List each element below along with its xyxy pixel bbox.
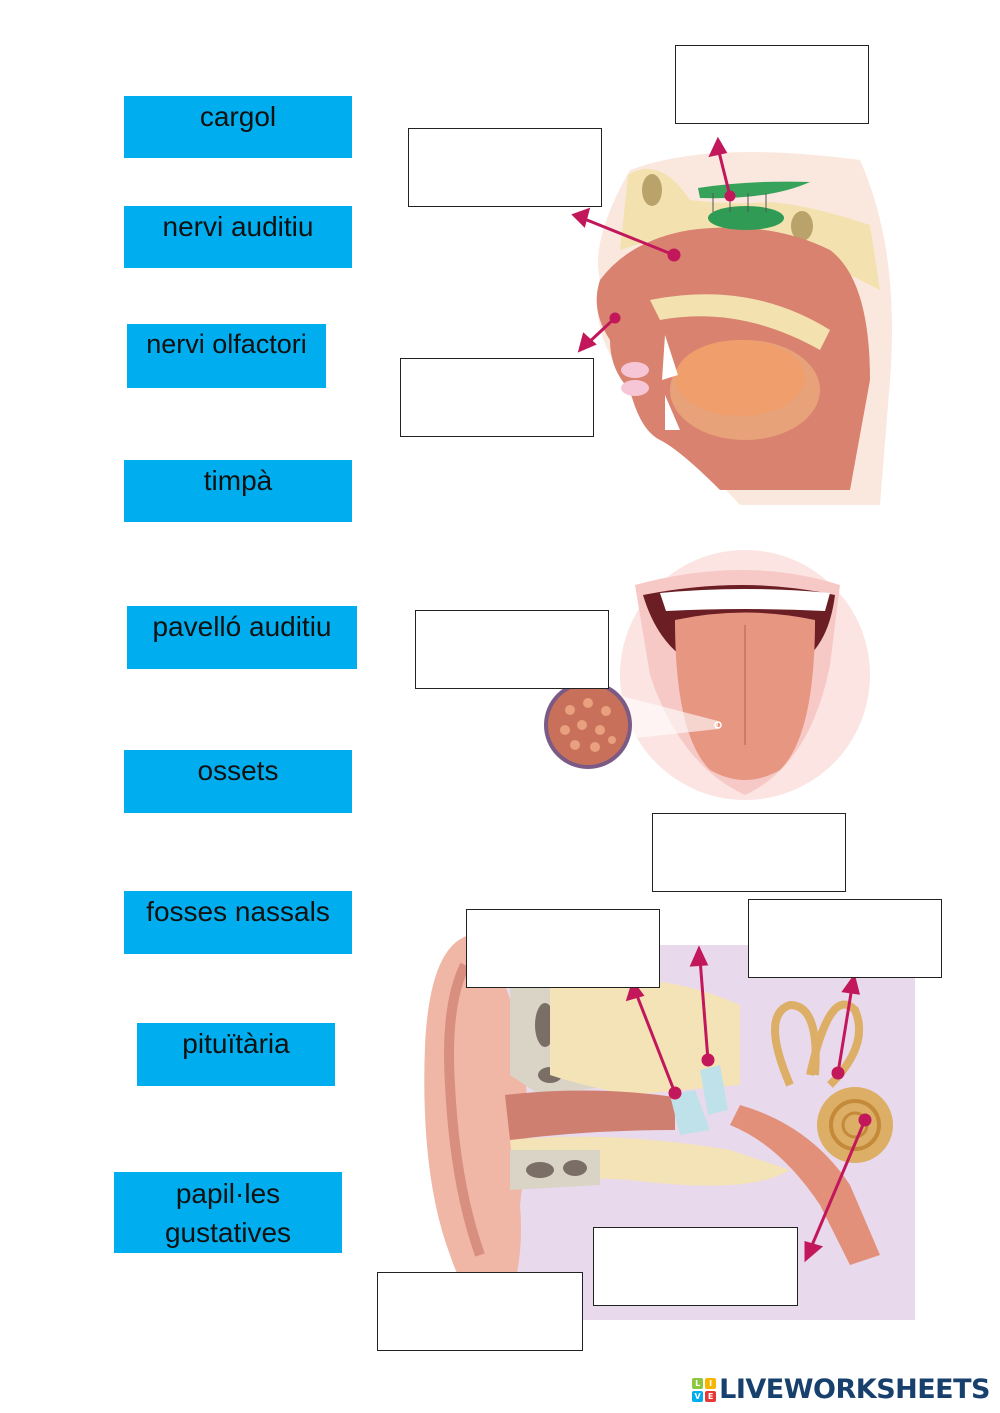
logo-letter: E <box>705 1390 717 1402</box>
logo-icon: L I V E <box>692 1377 717 1402</box>
answer-box-ear-top-right[interactable] <box>748 899 942 978</box>
word-chip-timpa[interactable]: timpà <box>124 460 352 522</box>
logo-letter: V <box>692 1390 704 1402</box>
chip-label: pavelló auditiu <box>152 611 332 642</box>
liveworksheets-logo: L I V E LIVEWORKSHEETS <box>692 1374 990 1405</box>
chip-label: ossets <box>197 755 279 786</box>
word-chip-nervi-auditiu[interactable]: nervi auditiu <box>124 206 352 268</box>
chip-label: pituïtària <box>182 1028 290 1059</box>
word-chip-cargol[interactable]: cargol <box>124 96 352 158</box>
chip-label: fosses nassals <box>146 896 330 927</box>
ear-cross-section-illustration <box>424 935 915 1320</box>
chip-label: cargol <box>199 101 277 132</box>
answer-box-nose-left[interactable] <box>408 128 602 207</box>
brand-name: LIVEWORKSHEETS <box>719 1374 990 1405</box>
word-chip-papilles-gustatives[interactable]: papil·les gustatives <box>114 1172 342 1253</box>
answer-box-nose-top[interactable] <box>675 45 869 124</box>
answer-box-ear-top-mid[interactable] <box>652 813 846 892</box>
tongue-taste-buds-illustration <box>544 550 870 800</box>
word-chip-ossets[interactable]: ossets <box>124 750 352 813</box>
answer-box-tongue-left[interactable] <box>415 610 609 689</box>
chip-label: nervi auditiu <box>162 211 314 242</box>
word-chip-fosses-nassals[interactable]: fosses nassals <box>124 891 352 954</box>
word-chip-pavello-auditiu[interactable]: pavelló auditiu <box>127 606 357 669</box>
answer-box-ear-top-left[interactable] <box>466 909 660 988</box>
answer-box-ear-bottom-mid[interactable] <box>593 1227 798 1306</box>
word-chip-nervi-olfactori[interactable]: nervi olfactori <box>127 324 326 388</box>
nose-cross-section-illustration <box>571 136 892 505</box>
answer-box-ear-bottom-left[interactable] <box>377 1272 583 1351</box>
chip-label: nervi olfactori <box>146 329 307 359</box>
logo-letter: L <box>692 1377 704 1389</box>
chip-label: timpà <box>203 465 273 496</box>
chip-label: papil·les gustatives <box>164 1178 292 1249</box>
logo-letter: I <box>705 1377 717 1389</box>
word-chip-pituitaria[interactable]: pituïtària <box>137 1023 335 1086</box>
answer-box-nose-bottom[interactable] <box>400 358 594 437</box>
